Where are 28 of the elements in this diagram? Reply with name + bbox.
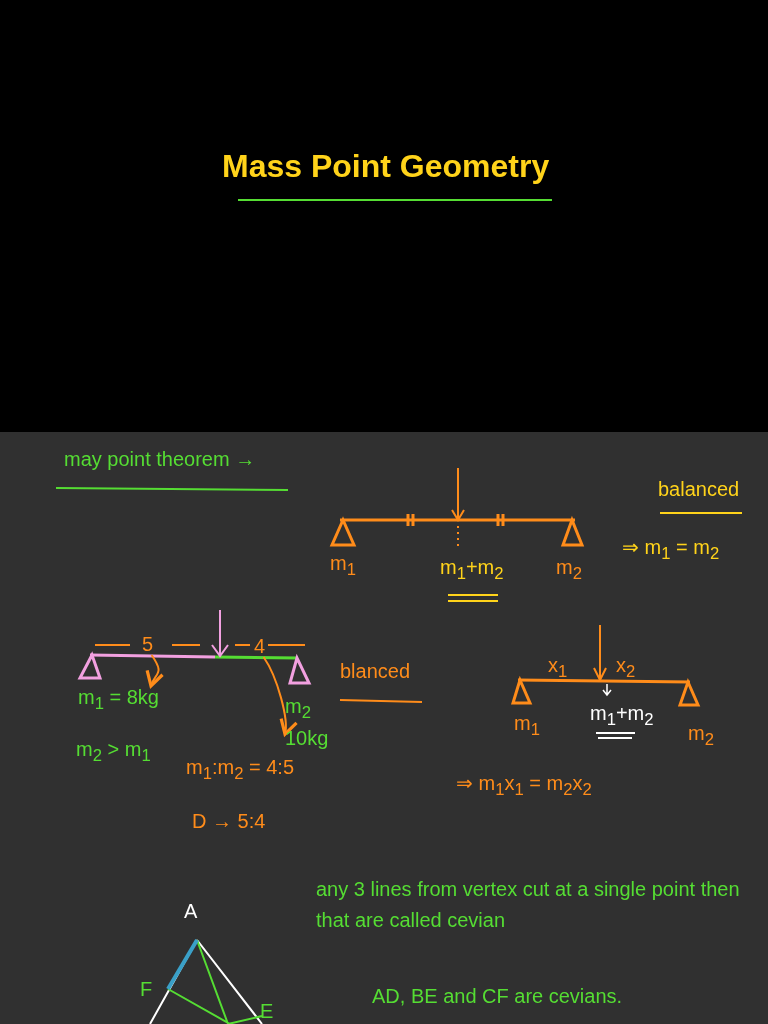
note: blanced [340, 660, 411, 682]
mass-label: m$_{1}$+m$_{2}$ [440, 556, 504, 584]
inequality: m$_{2}$ > m$_{1}$ [76, 738, 151, 766]
heading: may point theorem → [64, 448, 256, 470]
ratio: D → 5:4 [192, 810, 266, 832]
mass-label: m$_{2}$ [556, 556, 582, 584]
arrow [262, 656, 297, 736]
distance-label: x$_{2}$ [616, 654, 636, 682]
mass-label: m$_{1}$ [330, 552, 356, 580]
equation: ⇒ m$_{1}$ = m$_{2}$ [622, 536, 720, 564]
vertex-label: A [184, 900, 198, 922]
note: any 3 lines from vertex cut at a single point then that are called cevian [316, 877, 741, 933]
title: Mass Point Geometry [222, 148, 550, 185]
mass-label: m$_{2}$ [688, 722, 714, 750]
note: balanced [658, 478, 740, 500]
vertex-label: E [260, 1000, 274, 1022]
equation: ⇒ m$_{1}$x$_{1}$ = m$_{2}$x$_{2}$ [456, 772, 592, 800]
arrow [146, 654, 165, 688]
mass-label: m$_{1}$ = 8kg [78, 686, 159, 714]
mass-label: m$_{1}$ [514, 712, 540, 740]
ratio: m$_{1}$:m$_{2}$ = 4:5 [186, 756, 295, 784]
note: AD, BE and CF are cevians. [372, 985, 623, 1007]
distance-label: x$_{1}$ [548, 654, 568, 682]
vertex-label: F [140, 978, 153, 1000]
mass-label: m$_{2}$ 10kg [285, 692, 335, 753]
distance-label: 5 [142, 633, 154, 655]
mass-label: m$_{1}$+m$_{2}$ [590, 702, 654, 730]
distance-label: 4 [254, 635, 266, 657]
